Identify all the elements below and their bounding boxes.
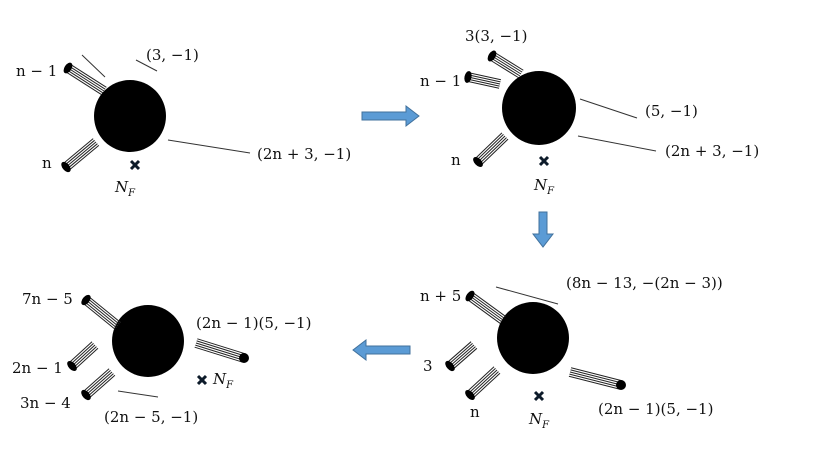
p3-label-2n-minus-1-5: (2n − 1)(5, −1) xyxy=(598,400,714,418)
p3-leg-lower xyxy=(465,366,501,401)
p1-line-a xyxy=(135,59,158,72)
p1-line-left xyxy=(81,54,106,78)
p4-nf-label: NF xyxy=(213,370,234,391)
p2-label-2n-plus-3: (2n + 3, −1) xyxy=(665,142,760,160)
p2-line-b xyxy=(577,135,657,152)
p4-label-3n-minus-4: 3n − 4 xyxy=(20,394,71,412)
p1-leg-lower xyxy=(61,138,100,173)
p1-label-2n-plus-3: (2n + 3, −1) xyxy=(257,145,352,163)
p3-label-3: 3 xyxy=(423,357,433,375)
p4-label-2n-minus-1-5: (2n − 1)(5, −1) xyxy=(196,314,312,332)
p1-nf-marker xyxy=(129,159,141,171)
p4-label-7n-minus-5: 7n − 5 xyxy=(22,290,73,308)
p4-nf-marker xyxy=(196,374,208,386)
p3-line-a xyxy=(495,286,559,305)
p1-nf-label: NF xyxy=(115,178,136,199)
p1-disk xyxy=(94,80,166,152)
p2-line-a xyxy=(579,98,638,119)
p4-leg-right xyxy=(194,338,249,363)
p3-leg-upper xyxy=(465,290,506,324)
p1-label-3-minus-1: (3, −1) xyxy=(146,46,199,64)
arrow-left xyxy=(352,338,411,362)
p3-nf-label: NF xyxy=(529,410,550,431)
p3-leg-right xyxy=(568,367,626,390)
arrow-right xyxy=(361,104,420,128)
p4-label-2n-minus-5: (2n − 5, −1) xyxy=(104,408,199,426)
p2-label-5-minus-1: (5, −1) xyxy=(645,102,698,120)
p2-label-n: n xyxy=(451,151,461,169)
p2-label-3x3-minus-1: 3(3, −1) xyxy=(465,27,528,45)
p2-nf-marker xyxy=(538,155,550,167)
p3-label-8n-minus-13: (8n − 13, −(2n − 3)) xyxy=(566,274,723,292)
arrow-down xyxy=(531,211,555,248)
p3-label-n: n xyxy=(470,403,480,421)
p2-leg-upper xyxy=(464,71,502,89)
p3-label-n-plus-5: n + 5 xyxy=(420,287,462,305)
p1-leg-upper xyxy=(63,62,107,96)
p4-label-2n-minus-1: 2n − 1 xyxy=(12,359,63,377)
p4-line-a xyxy=(117,390,159,398)
p3-disk xyxy=(497,302,569,374)
p4-disk xyxy=(112,305,184,377)
p4-leg-mid xyxy=(67,341,99,372)
p2-nf-label: NF xyxy=(534,176,555,197)
p1-label-n-minus-1: n − 1 xyxy=(16,62,58,80)
p2-leg-lower xyxy=(473,132,509,167)
p1-label-n: n xyxy=(42,154,52,172)
p2-disk xyxy=(502,71,576,145)
p3-nf-marker xyxy=(533,390,545,402)
p4-leg-lower xyxy=(81,368,116,401)
p2-leg-top xyxy=(487,50,524,79)
p3-leg-mid xyxy=(445,341,478,372)
p2-label-n-minus-1: n − 1 xyxy=(420,72,462,90)
p1-line-b xyxy=(167,139,251,154)
p4-leg-upper xyxy=(81,294,122,330)
